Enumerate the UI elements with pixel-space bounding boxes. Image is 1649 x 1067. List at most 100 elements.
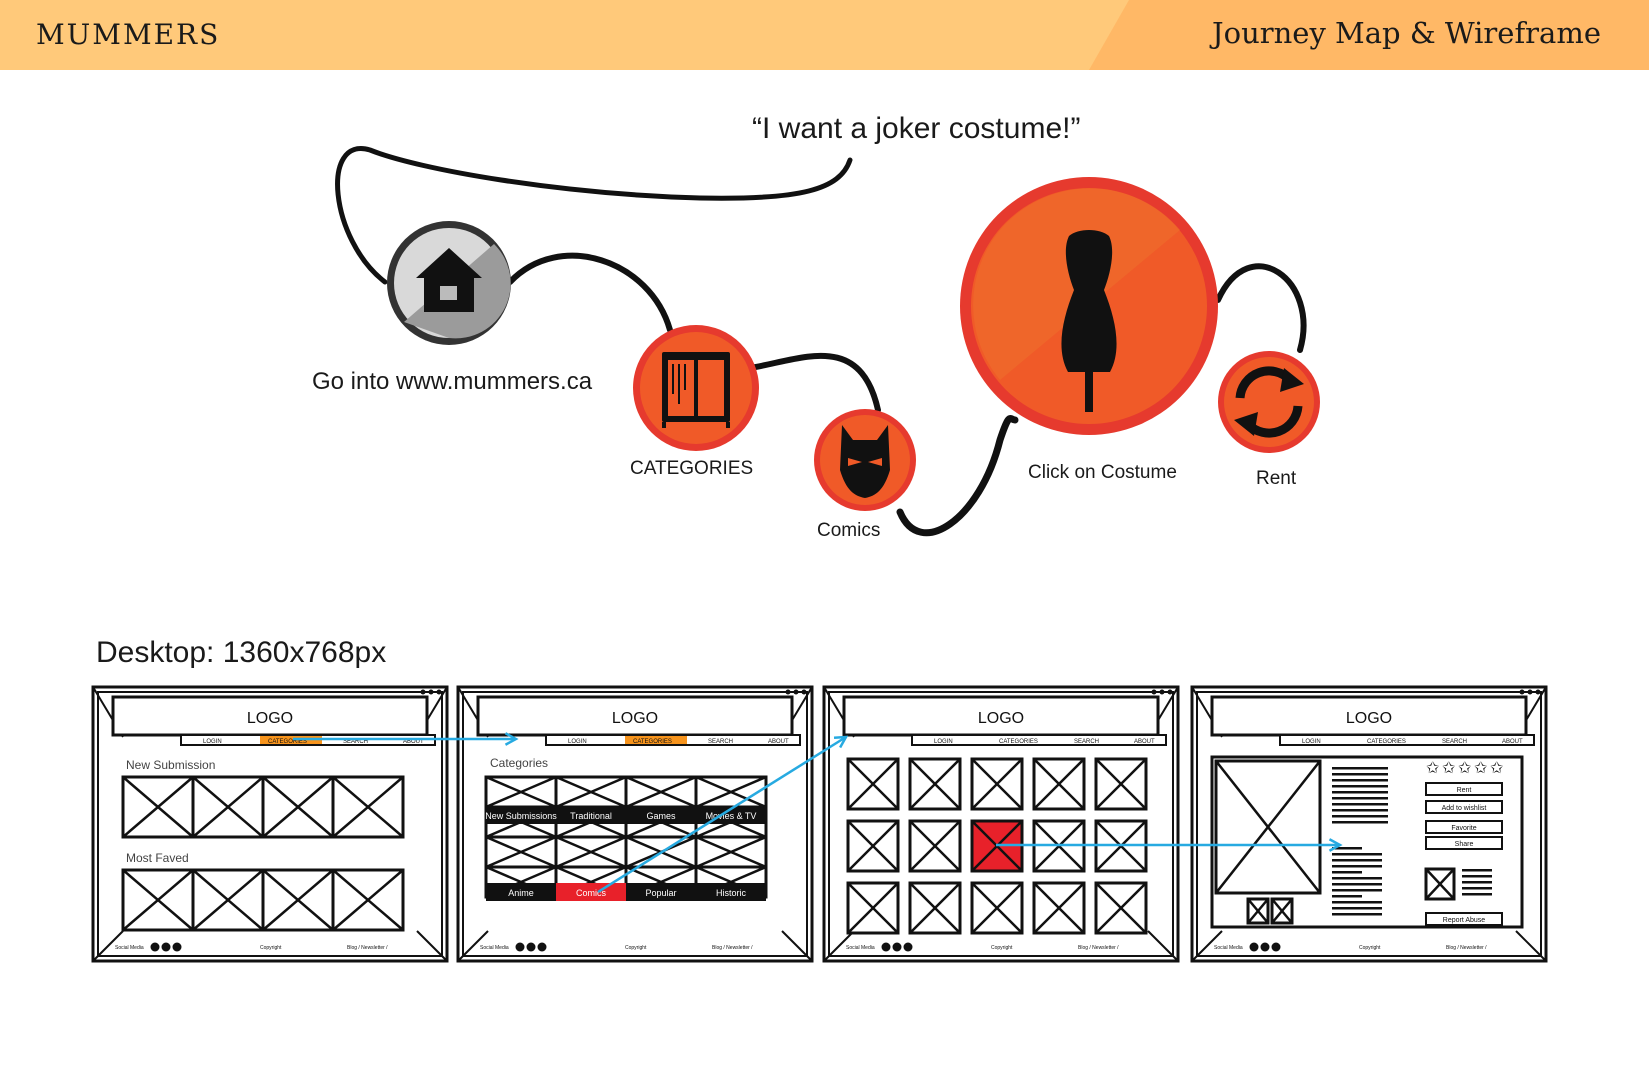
category-label: Historic — [716, 888, 747, 898]
step-comics — [814, 409, 916, 511]
window-control-icon — [420, 689, 426, 695]
footer-links: Blog / Newsletter / — [1446, 945, 1487, 951]
persona-quote: “I want a joker costume!” — [752, 112, 1081, 145]
comment-line — [1332, 895, 1362, 898]
social-icon — [537, 942, 547, 952]
detail-button — [1425, 782, 1503, 796]
star-icon: ✩ — [1474, 760, 1488, 777]
category-label: New Submissions — [485, 811, 557, 821]
wardrobe-icon — [662, 352, 730, 428]
category-label: Movies & TV — [706, 811, 757, 821]
owner-info-line — [1462, 875, 1492, 878]
comment-line — [1332, 901, 1382, 904]
nav-highlight — [625, 736, 687, 744]
social-icon — [903, 942, 913, 952]
section-title-new: New Submission — [126, 758, 215, 772]
star-icon: ✩ — [1442, 760, 1456, 777]
window-control-icon — [785, 689, 791, 695]
social-icon — [1260, 942, 1270, 952]
footer-copyright: Copyright — [991, 945, 1013, 951]
nav-bar — [1279, 734, 1535, 746]
report-abuse-button — [1425, 912, 1503, 926]
step-label-comics: Comics — [817, 520, 881, 541]
nav-item-about: ABOUT — [403, 739, 424, 745]
social-icon — [515, 942, 525, 952]
footer-social: Social Media — [846, 945, 875, 951]
comment-line — [1332, 871, 1362, 874]
nav-item-about: ABOUT — [768, 739, 789, 745]
header-bar: MUMMERS Journey Map & Wireframe — [0, 0, 1649, 70]
nav-item-search: SEARCH — [1442, 739, 1467, 745]
document-title: Journey Map & Wireframe — [1211, 16, 1601, 50]
window-control-icon — [1527, 689, 1533, 695]
owner-info-line — [1462, 881, 1492, 884]
nav-item-search: SEARCH — [708, 739, 733, 745]
comment-line — [1332, 883, 1382, 886]
desktop-size-label: Desktop: 1360x768px — [96, 636, 387, 669]
social-icon — [892, 942, 902, 952]
window-control-icon — [1159, 689, 1165, 695]
detail-button-label: Add to wishlist — [1442, 805, 1487, 812]
header-accent — [1089, 0, 1649, 70]
detail-button-label: Share — [1455, 841, 1474, 848]
detail-button — [1425, 836, 1503, 850]
logo-text: LOGO — [978, 710, 1024, 727]
footer-social: Social Media — [480, 945, 509, 951]
nav-item-search: SEARCH — [343, 739, 368, 745]
footer-copyright: Copyright — [260, 945, 282, 951]
nav-item-login: LOGIN — [934, 739, 953, 745]
star-icon: ✩ — [1490, 760, 1504, 777]
footer-links: Blog / Newsletter / — [347, 945, 388, 951]
footer-links: Blog / Newsletter / — [1078, 945, 1119, 951]
step-label-categories: CATEGORIES — [630, 458, 754, 479]
flow-arrow-3-head — [1328, 838, 1343, 852]
description-line — [1332, 791, 1388, 794]
logo-text: LOGO — [247, 710, 293, 727]
description-line — [1332, 809, 1388, 812]
comment-line — [1332, 907, 1382, 910]
batman-mask-icon — [840, 425, 890, 498]
logo-text: LOGO — [1346, 710, 1392, 727]
description-line — [1332, 785, 1388, 788]
category-label: Traditional — [570, 811, 612, 821]
nav-bar — [911, 734, 1167, 746]
section-title-faved: Most Faved — [126, 851, 189, 865]
footer-copyright: Copyright — [1359, 945, 1381, 951]
brand-name: MUMMERS — [36, 18, 221, 51]
step-label-costume: Click on Costume — [1028, 462, 1177, 483]
owner-info-line — [1462, 887, 1492, 890]
nav-item-categories: CATEGORIES — [1367, 739, 1406, 745]
window-control-icon — [1167, 689, 1173, 695]
window-control-icon — [436, 689, 442, 695]
description-line — [1332, 767, 1388, 770]
category-label: Games — [646, 811, 676, 821]
detail-button — [1425, 800, 1503, 814]
nav-item-login: LOGIN — [568, 739, 587, 745]
logo-text: LOGO — [612, 710, 658, 727]
comment-line — [1332, 913, 1382, 916]
category-bar-1 — [486, 806, 766, 824]
nav-item-about: ABOUT — [1502, 739, 1523, 745]
social-icon — [150, 942, 160, 952]
comment-line — [1332, 877, 1382, 880]
category-label: Anime — [508, 888, 534, 898]
nav-item-categories: CATEGORIES — [633, 739, 672, 745]
step-label-home: Go into www.mummers.ca — [312, 368, 593, 395]
journey-connectors — [335, 146, 1307, 537]
comment-line — [1332, 889, 1382, 892]
social-icon — [1271, 942, 1281, 952]
flow-arrow-1-head — [504, 732, 519, 746]
comment-line — [1332, 859, 1382, 862]
description-line — [1332, 803, 1388, 806]
footer-copyright: Copyright — [625, 945, 647, 951]
detail-button — [1425, 820, 1503, 834]
nav-item-login: LOGIN — [1302, 739, 1321, 745]
flow-arrow-2 — [597, 735, 847, 894]
nav-item-login: LOGIN — [203, 739, 222, 745]
description-line — [1332, 821, 1388, 824]
social-icon — [526, 942, 536, 952]
report-abuse-label: Report Abuse — [1443, 917, 1486, 924]
